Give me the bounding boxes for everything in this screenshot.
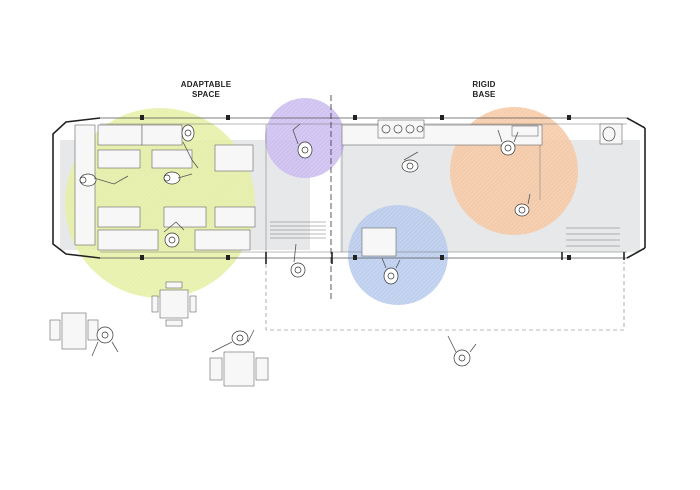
person-icon (163, 221, 185, 248)
rigid-base-label: RIGID BASE (464, 80, 504, 100)
adaptable-label-line2: SPACE (192, 90, 220, 99)
entry-stairs (566, 227, 620, 247)
person-icon (401, 151, 419, 173)
rigid-fixtures (341, 119, 623, 257)
person-icon (381, 257, 401, 285)
person-icon (91, 326, 119, 357)
fold-seat (270, 221, 326, 239)
adaptable-furniture (74, 124, 326, 252)
person-icon (292, 123, 313, 159)
awning-outline (265, 262, 625, 331)
person-icon (79, 173, 129, 187)
person-icon (163, 171, 193, 185)
person-icon (290, 243, 306, 278)
window-ticks (140, 115, 571, 260)
adaptable-space-label: ADAPTABLE SPACE (176, 80, 236, 100)
person-icon (181, 124, 199, 169)
person-icon (211, 329, 255, 353)
person-icon (497, 129, 519, 156)
table-icon (209, 351, 269, 387)
table-icon (151, 281, 197, 327)
sink-icon (599, 123, 623, 145)
adaptable-label-line1: ADAPTABLE (180, 80, 232, 89)
rigid-label-line2: BASE (472, 90, 496, 99)
person-icon (514, 193, 531, 217)
rigid-label-line1: RIGID (472, 80, 496, 89)
person-icon (447, 335, 477, 367)
table-icon (49, 312, 99, 350)
stove-icon (377, 119, 425, 139)
